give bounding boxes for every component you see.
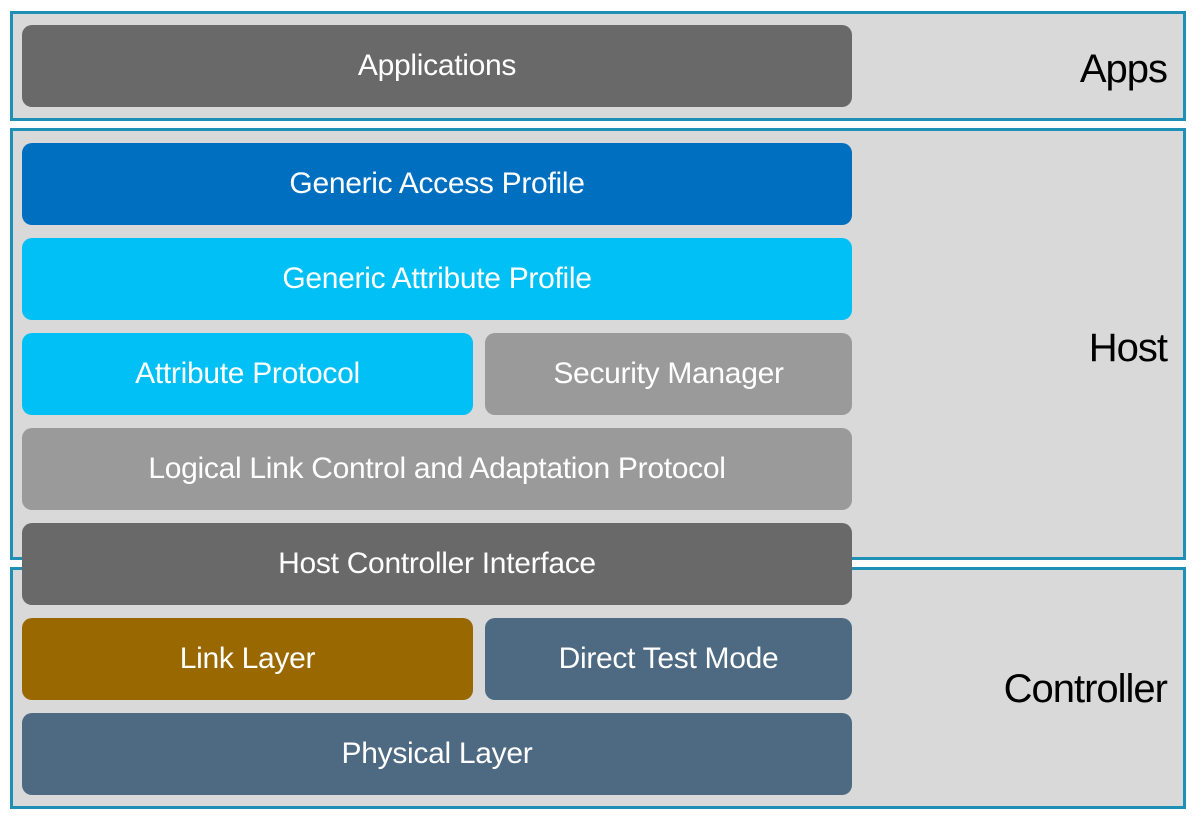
security-manager-block: Security Manager [485,333,852,415]
apps-section-label: Apps [1079,47,1168,91]
applications-block: Applications [22,25,852,107]
controller-section-label: Controller [1003,667,1168,711]
host-controller-interface-block: Host Controller Interface [22,523,852,605]
generic-access-profile-block: Generic Access Profile [22,143,852,225]
direct-test-mode-block: Direct Test Mode [485,618,852,700]
link-layer-block: Link Layer [22,618,473,700]
attribute-protocol-block: Attribute Protocol [22,333,473,415]
generic-attribute-profile-block: Generic Attribute Profile [22,238,852,320]
l2cap-block: Logical Link Control and Adaptation Prot… [22,428,852,510]
physical-layer-block: Physical Layer [22,713,852,795]
host-section-label: Host [1088,326,1168,370]
